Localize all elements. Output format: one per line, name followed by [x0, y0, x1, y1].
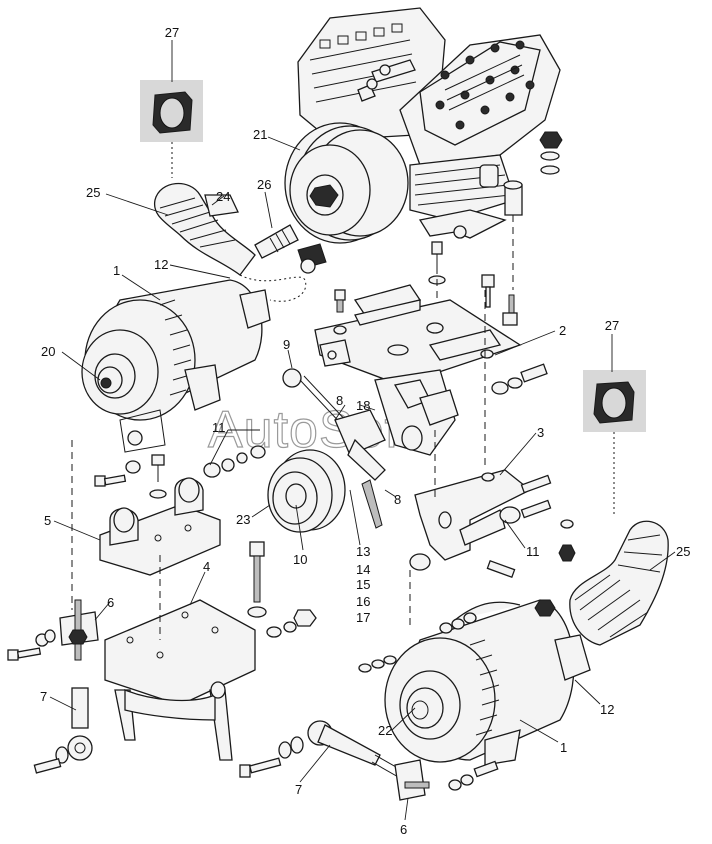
callout-21: 21	[253, 127, 267, 142]
leader-lines	[49, 40, 676, 821]
callout-24: 24	[216, 189, 230, 204]
callout-11-left: 11	[212, 420, 226, 435]
bracket-plate	[314, 284, 522, 456]
spacer-sleeve	[401, 425, 423, 451]
alternator-lower	[384, 599, 591, 766]
mounting-block	[99, 477, 221, 576]
hose-fitting	[254, 224, 327, 274]
callout-7-lower: 7	[295, 782, 302, 797]
callout-22: 22	[378, 723, 392, 738]
callout-23: 23	[236, 512, 250, 527]
bushing-set-left	[203, 445, 266, 478]
callout-8-top: 8	[336, 393, 343, 408]
callout-6-left: 6	[107, 595, 114, 610]
callout-7-left: 7	[40, 689, 47, 704]
callout-13: 13	[356, 544, 370, 559]
callout-26: 26	[257, 177, 271, 192]
bracket-right-bolts	[486, 474, 552, 579]
callout-27-right: 27	[605, 318, 619, 333]
compressor	[297, 7, 563, 239]
callout-14: 14	[356, 562, 370, 577]
air-duct-upper	[153, 182, 256, 276]
callout-18: 18	[356, 398, 370, 413]
callout-3: 3	[537, 425, 544, 440]
idler-pulley	[267, 449, 346, 533]
callout-12-top: 12	[154, 257, 168, 272]
callout-4: 4	[203, 559, 210, 574]
bracket-right-washers	[491, 363, 548, 395]
compressor-mount-bolt-right	[539, 131, 563, 175]
callout-17: 17	[356, 610, 370, 625]
base-bracket	[104, 599, 256, 761]
adjuster-rod-left	[7, 599, 99, 774]
air-duct-lower	[569, 520, 669, 646]
plate-bolts	[334, 241, 518, 326]
callout-20: 20	[41, 344, 55, 359]
callout-16: 16	[356, 594, 370, 609]
callout-1-lower: 1	[560, 740, 567, 755]
bracket-right	[409, 363, 576, 579]
callout-labels: 27 21 25 24 26 12 1 20 2 9 8 18 11 3 8 5…	[40, 25, 690, 837]
callout-2: 2	[559, 323, 566, 338]
callout-6-lower: 6	[400, 822, 407, 837]
callout-9: 9	[283, 337, 290, 352]
spacer-bushing	[503, 180, 523, 216]
callout-12-lower: 12	[600, 702, 614, 717]
adjuster-rod-lower	[239, 720, 430, 801]
long-bolt	[247, 541, 317, 638]
seal-photo-inset-right	[583, 370, 646, 515]
callout-25-right: 25	[676, 544, 690, 559]
callout-27-top: 27	[165, 25, 179, 40]
seal-photo-inset-top	[140, 80, 203, 178]
callout-8-mid: 8	[394, 492, 401, 507]
callout-5: 5	[44, 513, 51, 528]
compressor-pulley	[284, 122, 409, 244]
belt-tensioner	[282, 368, 459, 529]
callout-11-right: 11	[526, 544, 540, 559]
callout-25-top: 25	[86, 185, 100, 200]
block-bolts	[94, 454, 167, 499]
alternator-upper	[81, 279, 271, 453]
callout-1-top: 1	[113, 263, 120, 278]
lower-alternator-fasteners	[358, 599, 556, 791]
callout-15: 15	[356, 577, 370, 592]
callout-10: 10	[293, 552, 307, 567]
